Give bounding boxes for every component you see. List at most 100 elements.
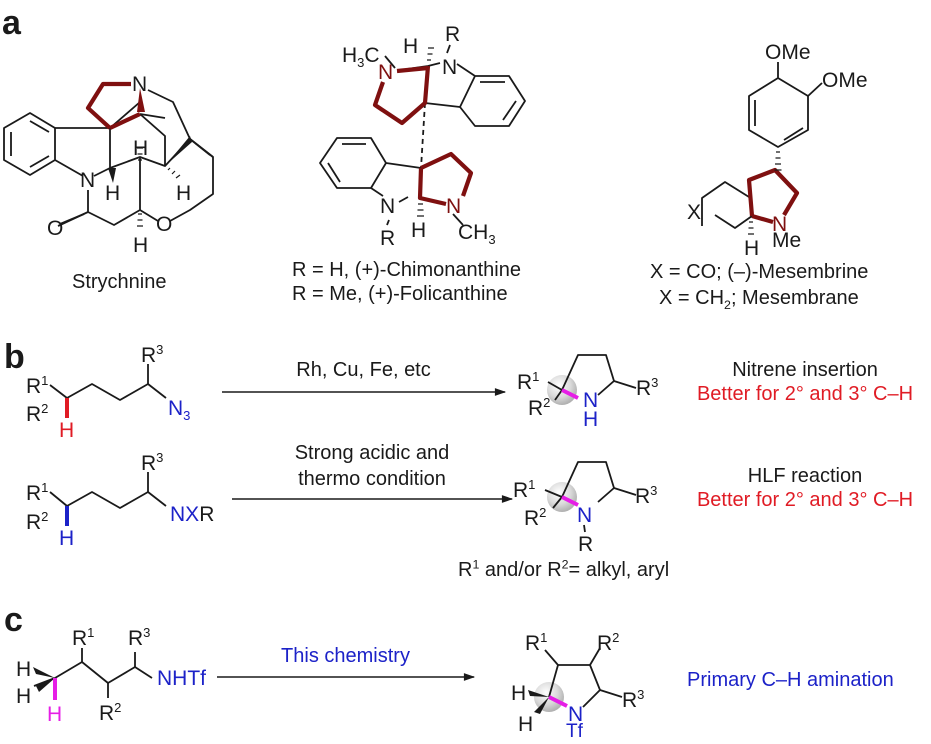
conditions-1: Rh, Cu, Fe, etc <box>296 359 431 381</box>
r3-label: R3 <box>635 483 658 507</box>
r: R <box>26 375 42 398</box>
atom-h: H <box>105 182 121 205</box>
nhtf-substrate <box>33 648 153 698</box>
sup: 1 <box>540 630 548 645</box>
r1-label: R1 <box>26 373 49 398</box>
sup: 2 <box>41 509 49 524</box>
h3c-h: H <box>342 44 358 67</box>
new-cn-bond-2 <box>561 495 579 507</box>
sup: 1 <box>41 373 49 388</box>
new-cn-bond-1 <box>561 388 579 400</box>
sup: 2 <box>612 630 620 645</box>
r2-label: R2 <box>26 509 49 534</box>
footnote-mid: and/or <box>479 559 548 581</box>
atom-h: H <box>133 137 149 160</box>
atom-n: N <box>132 73 148 96</box>
atom-n: N <box>80 169 96 192</box>
atom-h: H <box>511 682 527 705</box>
r: R <box>513 479 529 502</box>
r2-label: R2 <box>524 506 546 529</box>
r2-label: R2 <box>26 401 49 426</box>
nxr-nx: NX <box>170 503 200 526</box>
product-r: R <box>578 533 594 556</box>
atom-h: H <box>133 234 149 257</box>
h3c-label: H3C <box>342 44 380 69</box>
product-n: N <box>577 504 593 527</box>
atom-n: N <box>378 61 394 84</box>
atom-o: O <box>47 217 64 240</box>
sup: 3 <box>156 342 164 357</box>
atom-h: H <box>176 182 192 205</box>
sup: 2 <box>41 401 49 416</box>
nhtf-group: NHTf <box>157 667 206 690</box>
nxr-group: NXR <box>170 504 214 525</box>
r: R <box>525 632 541 655</box>
folicanthine-name: R = Me, (+)-Folicanthine <box>292 283 508 305</box>
r: R <box>72 627 88 650</box>
footnote: R1 and/or R2= alkyl, aryl <box>458 557 670 581</box>
r2-label: R2 <box>597 630 620 655</box>
reacting-h-red: H <box>59 419 75 442</box>
sup: 3 <box>156 450 164 465</box>
wedge-h-product <box>528 690 549 697</box>
atom-r: R <box>380 227 396 250</box>
strychnine-name: Strychnine <box>72 271 167 293</box>
footnote-end: = alkyl, aryl <box>568 559 670 581</box>
r3-label: R3 <box>141 450 164 474</box>
mesembrine-name: X = CO; (–)-Mesembrine <box>650 261 869 283</box>
atom-h: H <box>16 658 32 681</box>
atom-h: H <box>403 35 419 58</box>
atom-n: N <box>442 56 458 79</box>
ome-label: OMe <box>822 69 868 92</box>
conditions-3: This chemistry <box>281 645 410 667</box>
sup: 2 <box>543 395 551 410</box>
r: R <box>26 482 42 505</box>
panel-label-c: c <box>4 601 23 639</box>
h3c-sub: 3 <box>357 55 365 71</box>
strychnine-hash-bonds <box>137 147 181 227</box>
wedge-h-substrate <box>33 667 55 678</box>
product-nh-ring <box>547 354 637 401</box>
mesembrane-name: X = CH2; Mesembrane <box>659 288 859 311</box>
sup: 3 <box>650 483 658 498</box>
sup: 2 <box>561 557 569 572</box>
atom-n: N <box>380 195 396 218</box>
azide-group: N3 <box>168 398 190 422</box>
r: R <box>141 344 157 367</box>
mesembrine-structure <box>701 62 823 229</box>
azide-substrate <box>49 364 167 401</box>
panel-label-b: b <box>4 338 25 376</box>
me-label: Me <box>772 229 802 252</box>
ch3-ch: CH <box>458 221 489 244</box>
new-cn-bond-3 <box>548 695 568 708</box>
sup: 1 <box>41 480 49 495</box>
r2-label: R2 <box>528 395 551 420</box>
product-n: N <box>583 389 599 412</box>
panel-label-a: a <box>2 4 21 42</box>
r1-label: R1 <box>26 480 49 505</box>
hlf-note: Better for 2° and 3° C–H <box>696 489 914 511</box>
r: R <box>99 702 115 725</box>
nitrene-title: Nitrene insertion <box>732 359 878 381</box>
chimonanthine-name: R = H, (+)-Chimonanthine <box>292 259 521 281</box>
r3-label: R3 <box>636 376 658 399</box>
wedge-h2-substrate <box>36 678 55 692</box>
reacting-h-blue: H <box>59 527 75 550</box>
r3-label: R3 <box>141 342 164 367</box>
r: R <box>528 397 544 420</box>
nitrene-note: Better for 2° and 3° C–H <box>696 383 914 405</box>
r: R <box>26 511 42 534</box>
product-ntf-ring <box>544 647 623 708</box>
product-tf: Tf <box>566 721 583 742</box>
strychnine-wedge-alkene <box>165 136 192 166</box>
atom-h: H <box>744 237 760 260</box>
conditions-2-line-2: thermo condition <box>298 468 446 490</box>
r3-label: R3 <box>128 626 150 649</box>
r: R <box>597 632 613 655</box>
r: R <box>26 403 42 426</box>
sup: 1 <box>532 369 540 384</box>
mesembrane-sub: 2 <box>724 298 731 312</box>
azide-sub: 3 <box>183 408 191 424</box>
product-n: N <box>568 703 584 726</box>
